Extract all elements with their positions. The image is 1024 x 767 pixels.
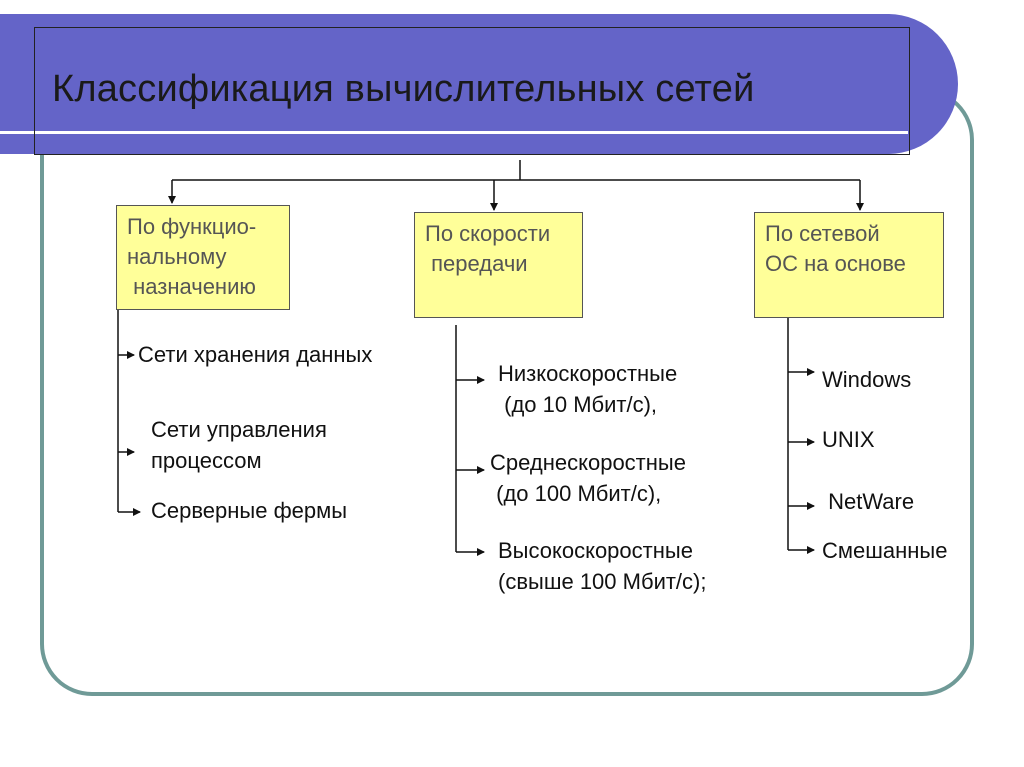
item-medium-speed: Среднескоростные (до 100 Мбит/с), <box>490 450 686 506</box>
category-box-functional: По функцио- нальному назначению <box>116 205 290 310</box>
item-server-farms: Серверные фермы <box>151 498 348 523</box>
item-low-speed: Низкоскоростные (до 10 Мбит/с), <box>498 361 678 417</box>
item-netware: NetWare <box>822 489 915 514</box>
category-box-os: По сетевой ОС на основе <box>754 212 944 318</box>
title-box <box>34 27 910 155</box>
category-box-speed: По скорости передачи <box>414 212 583 318</box>
item-windows: Windows <box>822 367 912 392</box>
title-banner <box>0 14 958 154</box>
item-storage-networks: Сети хранения данных <box>138 342 373 367</box>
item-high-speed: Высокоскоростные (свыше 100 Мбит/с); <box>498 538 707 594</box>
item-mixed: Смешанные <box>822 538 948 563</box>
banner-underline <box>0 131 908 134</box>
slide-title: Классификация вычислительных сетей <box>52 68 755 110</box>
item-unix: UNIX <box>822 427 875 452</box>
slide-frame <box>40 88 974 696</box>
item-process-control-networks: Сети управления процессом <box>151 417 327 473</box>
